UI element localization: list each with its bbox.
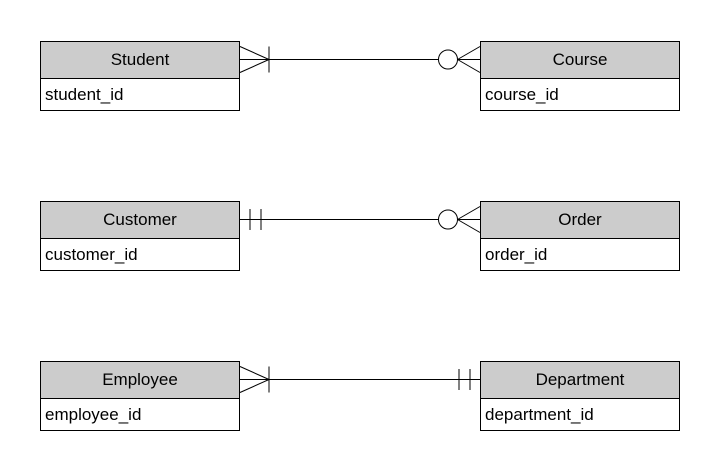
entity-student-attribute: student_id [45,85,124,104]
relationship-customer-order[interactable] [240,201,481,238]
entity-employee[interactable]: Employee employee_id [40,361,240,431]
entity-course[interactable]: Course course_id [480,41,680,111]
relationship-employee-department[interactable] [239,361,480,398]
relationship-student-course[interactable] [239,41,481,78]
entity-order-title: Order [481,202,679,239]
entity-order-attribute: order_id [485,245,548,264]
entity-student-title: Student [41,42,239,79]
entity-course-attribute: course_id [485,85,559,104]
entity-employee-title: Employee [41,362,239,399]
entity-order[interactable]: Order order_id [480,201,680,271]
entity-employee-attribute: employee_id [45,405,142,424]
entity-department-attribute: department_id [485,405,594,424]
entity-customer[interactable]: Customer customer_id [40,201,240,271]
entity-student[interactable]: Student student_id [40,41,240,111]
entity-department-title: Department [481,362,679,399]
entity-customer-attribute: customer_id [45,245,138,264]
entity-course-title: Course [481,42,679,79]
entity-department[interactable]: Department department_id [480,361,680,431]
entity-customer-title: Customer [41,202,239,239]
